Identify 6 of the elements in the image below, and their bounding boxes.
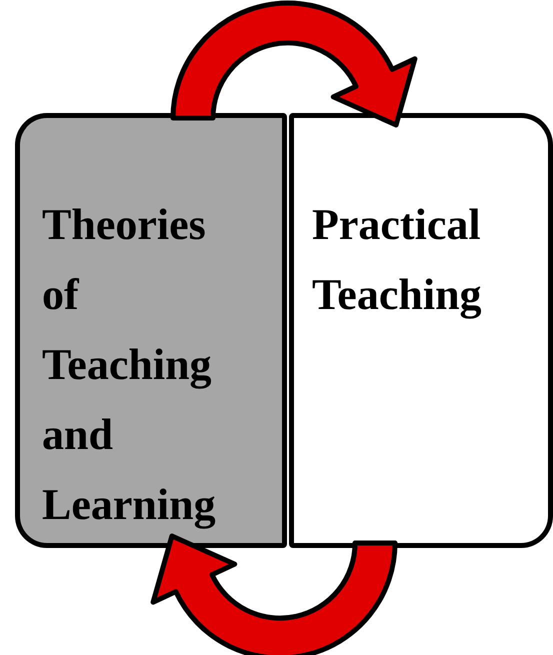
curved-arrow bbox=[150, 534, 398, 655]
process-box bbox=[289, 113, 553, 548]
box-label: Theories of Teaching and Learning bbox=[42, 199, 217, 531]
box-label: Practical Teaching bbox=[312, 199, 483, 321]
curved-arrow bbox=[170, 0, 418, 128]
process-box bbox=[15, 113, 287, 548]
